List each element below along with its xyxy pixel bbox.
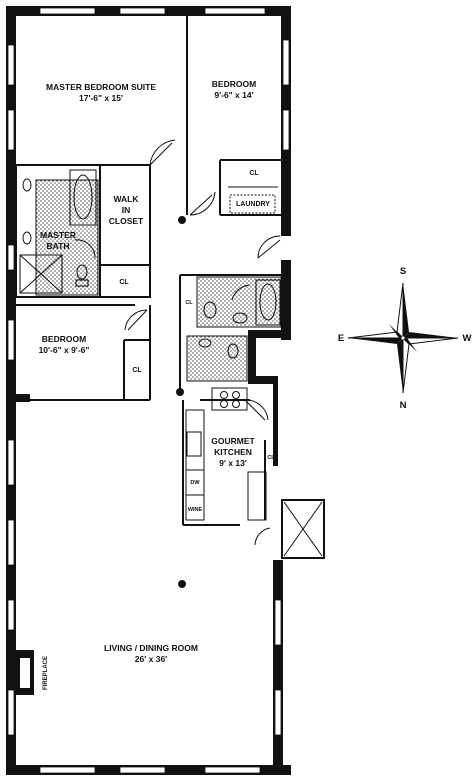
interior-walls: [15, 16, 325, 559]
compass-rose: S N E W: [338, 266, 472, 411]
living-room-label: LIVING / DINING ROOM: [104, 643, 198, 653]
closet-label-bedroom-2: CL: [132, 367, 142, 374]
laundry-label: LAUNDRY: [236, 201, 270, 208]
closet-label-corridor: CL: [185, 300, 193, 306]
living-room-dims: 26' x 36': [135, 654, 167, 664]
exterior-walls: [6, 6, 291, 775]
bedroom-2-dims: 10'-6" x 9'-6": [39, 345, 90, 355]
bedroom-1-label: BEDROOM: [212, 79, 256, 89]
bedroom-2-label: BEDROOM: [42, 334, 86, 344]
closet-label-line1: WALK: [113, 194, 139, 204]
dishwasher-label: DW: [190, 480, 200, 486]
master-bedroom-dims: 17'-6" x 15': [79, 93, 123, 103]
fixtures: [16, 169, 281, 695]
closet-label-line3: CLOSET: [109, 216, 144, 226]
room-labels: MASTER BEDROOM SUITE 17'-6" x 15' BEDROO…: [39, 79, 276, 690]
kitchen-dims: 9' x 13': [219, 458, 247, 468]
compass-west-label: W: [463, 333, 472, 344]
compass-north-label: N: [400, 400, 407, 411]
closet-label-bedroom-1: CL: [249, 170, 259, 177]
closet-label-hall: CL: [119, 279, 129, 286]
master-bath-label-line1: MASTER: [40, 230, 76, 240]
compass-south-label: S: [400, 266, 406, 277]
master-bath-label-line2: BATH: [47, 241, 70, 251]
master-bedroom-label: MASTER BEDROOM SUITE: [46, 82, 156, 92]
wine-fridge-label: WINE: [188, 507, 203, 513]
door-swings: [74, 139, 281, 546]
bedroom-1-dims: 9'-6" x 14': [214, 90, 253, 100]
closet-label-line2: IN: [122, 205, 131, 215]
fireplace-label: FIREPLACE: [43, 656, 49, 690]
compass-east-label: E: [338, 333, 344, 344]
kitchen-label-line1: GOURMET: [211, 436, 255, 446]
kitchen-label-line2: KITCHEN: [214, 447, 252, 457]
closet-label-kitchen: CL: [267, 455, 275, 461]
